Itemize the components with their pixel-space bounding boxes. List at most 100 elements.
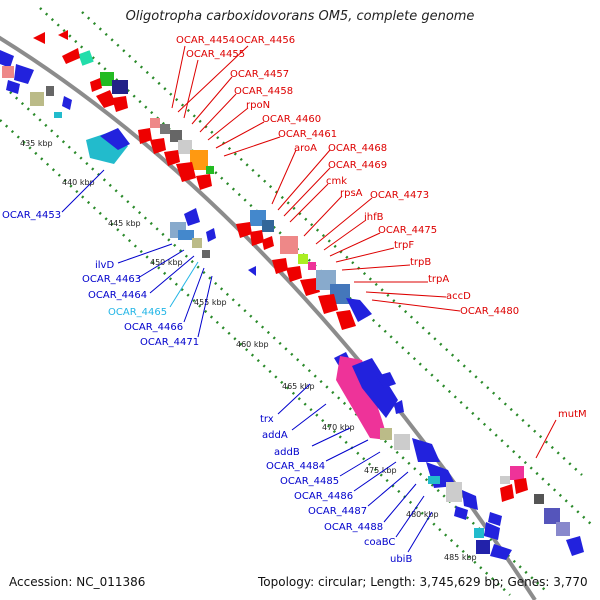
gene-block	[544, 508, 560, 524]
dotted-track-outer-2	[81, 11, 583, 476]
gene-label: addA	[262, 430, 288, 441]
kbp-scale: 435 kbp 440 kbp 445 kbp 450 kbp 455 kbp …	[20, 139, 477, 562]
gene-label: trpB	[410, 257, 431, 268]
leader-line	[183, 267, 205, 323]
gene-block	[298, 254, 308, 264]
gene-label: OCAR_4488	[324, 522, 383, 533]
gene-block	[428, 476, 440, 484]
gene-label: OCAR_4486	[294, 491, 353, 502]
leader-line	[117, 243, 173, 264]
leader-line	[277, 149, 331, 211]
gene-arrow	[300, 278, 320, 296]
gene-label: OCAR_4468	[328, 143, 387, 154]
leader-line	[535, 419, 557, 459]
gene-label: OCAR_4454	[176, 35, 235, 46]
gene-label: OCAR_4458	[234, 86, 293, 97]
gene-block	[178, 230, 194, 240]
leader-line	[365, 291, 447, 298]
gene-arrow	[62, 48, 80, 64]
gene-block	[262, 220, 274, 232]
gene-block	[500, 476, 510, 484]
gene-label: ubiB	[390, 554, 412, 565]
kbp-label: 480 kbp	[406, 510, 439, 519]
gene-label: OCAR_4461	[278, 129, 337, 140]
leader-line	[169, 261, 199, 308]
leader-line	[177, 45, 249, 113]
gene-arrow	[272, 258, 288, 274]
accession-text: Accession: NC_011386	[9, 575, 146, 589]
gene-label: trpF	[394, 240, 414, 251]
forward-gene-labels: OCAR_4454 OCAR_4456 OCAR_4455 OCAR_4457 …	[171, 35, 587, 459]
kbp-label: 475 kbp	[364, 466, 397, 475]
gene-label: OCAR_4475	[378, 225, 437, 236]
gene-label: OCAR_4484	[266, 461, 325, 472]
gene-label: aroA	[294, 143, 317, 154]
leader-line	[325, 439, 369, 462]
gene-arrow	[376, 372, 396, 388]
leader-line	[353, 461, 397, 492]
gene-block	[394, 434, 410, 450]
gene-arrow	[196, 174, 212, 190]
leader-line	[199, 93, 237, 133]
gene-label: addB	[274, 447, 300, 458]
gene-arrow	[62, 96, 72, 110]
gene-label: OCAR_4473	[370, 190, 429, 201]
gene-label: rpoN	[246, 100, 270, 111]
gene-arrow	[150, 138, 166, 154]
gene-block	[30, 92, 44, 106]
gene-arrow	[462, 490, 478, 510]
gene-arrow	[394, 400, 404, 414]
kbp-label: 445 kbp	[108, 219, 141, 228]
gene-arrow	[248, 266, 256, 276]
gene-arrow	[484, 522, 500, 540]
leader-line	[407, 511, 433, 553]
gene-arrow	[352, 358, 398, 418]
gene-label: trpA	[428, 274, 449, 285]
gene-block	[78, 50, 94, 66]
kbp-label: 455 kbp	[194, 298, 227, 307]
leader-line	[323, 219, 367, 251]
gene-label: OCAR_4457	[230, 69, 289, 80]
gene-block	[380, 428, 392, 440]
gene-arrow	[490, 544, 512, 560]
map-title: Oligotropha carboxidovorans OM5, complet…	[125, 9, 475, 24]
leader-line	[335, 247, 395, 263]
leader-line	[395, 495, 425, 538]
leader-line	[339, 451, 381, 477]
leader-line	[291, 403, 327, 431]
gene-label: OCAR_4463	[82, 274, 141, 285]
leader-line	[329, 232, 381, 257]
dotted-tracks	[0, 7, 593, 596]
gene-label: OCAR_4453	[2, 210, 61, 221]
gene-arrow	[138, 128, 152, 144]
gene-block	[202, 250, 210, 258]
leader-line	[171, 45, 186, 109]
gene-arrow	[112, 96, 128, 112]
gene-block	[206, 166, 214, 174]
gene-block	[510, 466, 524, 480]
kbp-label: 485 kbp	[444, 553, 477, 562]
gene-label: OCAR_4456	[236, 35, 295, 46]
gene-arrow	[336, 310, 356, 330]
gene-arrow	[488, 512, 502, 526]
gene-arrow	[262, 236, 274, 250]
gene-arrow	[184, 208, 200, 226]
gene-block	[280, 236, 298, 254]
gene-block	[534, 494, 544, 504]
leader-line	[207, 107, 249, 141]
dotted-track-inner-2	[0, 119, 511, 596]
gene-label: coaBC	[364, 537, 395, 548]
reverse-strand-features	[0, 50, 512, 560]
gene-label: OCAR_4485	[280, 476, 339, 487]
leader-line	[311, 427, 351, 447]
gene-label: OCAR_4471	[140, 337, 199, 348]
leader-line	[303, 195, 343, 237]
gene-arrow	[33, 32, 45, 44]
leader-line	[341, 264, 411, 271]
leader-line	[137, 249, 185, 279]
gene-label: OCAR_4487	[308, 506, 367, 517]
leader-line	[61, 169, 105, 213]
kbp-label: 460 kbp	[236, 340, 269, 349]
gene-block	[446, 482, 462, 502]
